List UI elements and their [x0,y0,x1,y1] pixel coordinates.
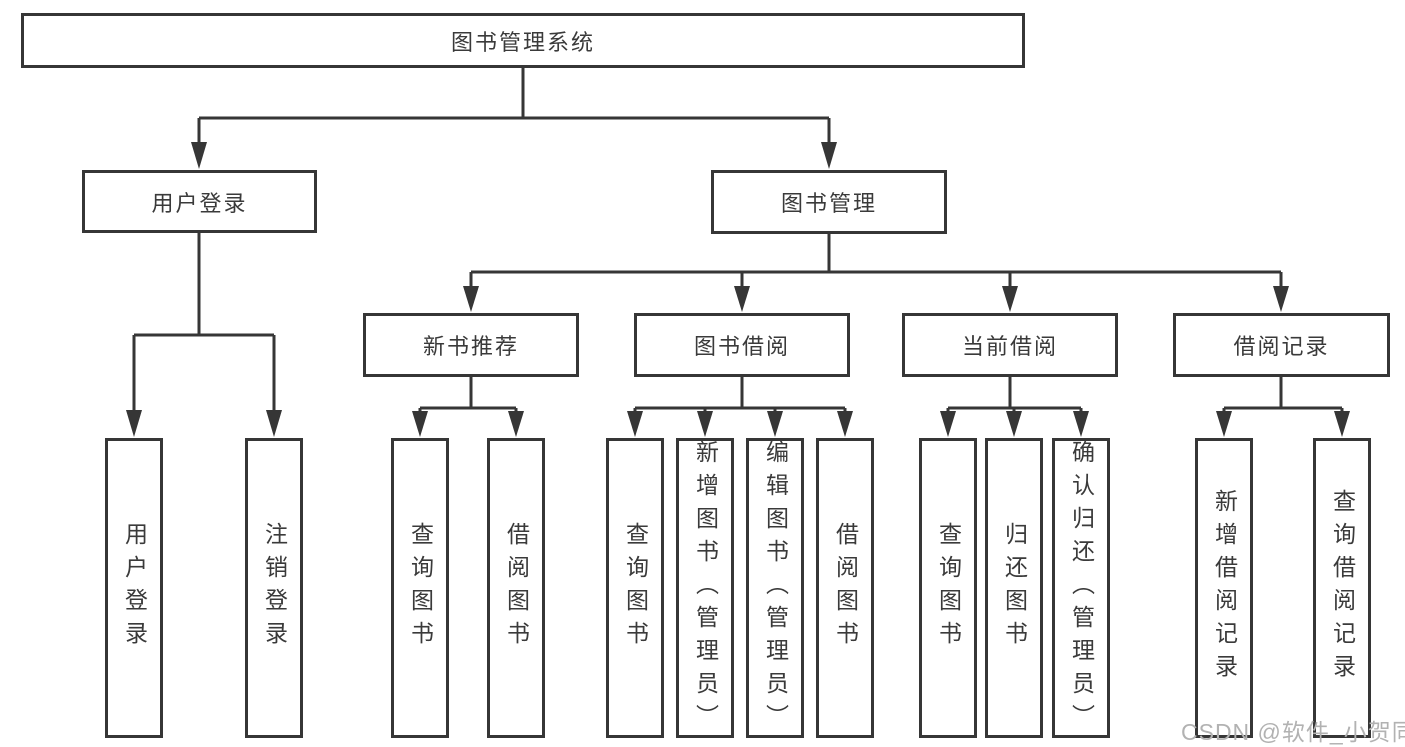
node-user-login: 用户登录 [82,170,317,233]
connector-borrow-records-children [1222,377,1344,414]
node-label: 图书借阅 [693,334,790,359]
node-label: 借阅记录 [1233,334,1330,359]
node-label: 确认归还（管理员） [1068,439,1095,737]
node-leaf-user-login: 用户登录 [105,438,163,738]
node-label: 注销登录 [261,522,288,654]
node-leaf-edit-books-admin: 编辑图书（管理员） [746,438,804,738]
connector-book-mgmt-children [469,234,1283,287]
node-leaf-query-books-current: 查询图书 [919,438,977,738]
csdn-watermark: CSDN @软件_小贺同学 [1181,719,1405,745]
node-label: 图书管理系统 [450,29,595,55]
node-label: 查询图书 [407,522,434,654]
node-borrowing-records: 借阅记录 [1173,313,1390,377]
node-leaf-logout: 注销登录 [245,438,303,738]
node-leaf-add-borrow-record: 新增借阅记录 [1195,438,1253,738]
node-leaf-borrow-books: 借阅图书 [816,438,874,738]
arrowheads-borrow-records-children [1216,411,1350,437]
connector-root-to-level2 [197,68,831,143]
arrowheads-book-mgmt-children [463,286,1289,312]
arrowheads-current-borrow-children [940,411,1089,437]
arrowheads-level2 [191,142,837,169]
node-label: 借阅图书 [503,522,530,654]
node-label: 归还图书 [1001,522,1028,654]
node-leaf-borrow-books-recommend: 借阅图书 [487,438,545,738]
node-book-borrowing: 图书借阅 [634,313,850,377]
node-book-management: 图书管理 [711,170,947,234]
node-label: 当前借阅 [961,334,1058,359]
node-label: 用户登录 [151,190,248,216]
node-label: 新增借阅记录 [1211,489,1238,687]
node-library-management-system: 图书管理系统 [21,13,1025,68]
node-label: 新增图书（管理员） [692,439,719,737]
arrowheads-book-borrow-children [627,411,853,437]
connector-book-borrow-children [633,377,847,414]
connector-user-login-children [132,233,276,412]
node-label: 新书推荐 [422,334,519,359]
connector-new-book-children [418,377,518,414]
node-leaf-add-books-admin: 新增图书（管理员） [676,438,734,738]
arrowheads-new-book-children [412,411,524,437]
node-leaf-query-borrow-record: 查询借阅记录 [1313,438,1371,738]
node-leaf-query-books-borrow: 查询图书 [606,438,664,738]
node-label: 查询图书 [622,522,649,654]
node-new-book-recommendation: 新书推荐 [363,313,579,377]
node-label: 编辑图书（管理员） [762,439,789,737]
node-label: 用户登录 [121,522,148,654]
node-label: 查询图书 [935,522,962,654]
node-leaf-confirm-return-admin: 确认归还（管理员） [1052,438,1110,738]
arrowheads-user-login-children [126,410,282,437]
node-current-borrowing: 当前借阅 [902,313,1118,377]
node-label: 借阅图书 [832,522,859,654]
node-leaf-query-books-recommend: 查询图书 [391,438,449,738]
connector-current-borrow-children [946,377,1083,414]
node-label: 图书管理 [780,191,877,216]
node-label: 查询借阅记录 [1329,489,1356,687]
node-leaf-return-books: 归还图书 [985,438,1043,738]
